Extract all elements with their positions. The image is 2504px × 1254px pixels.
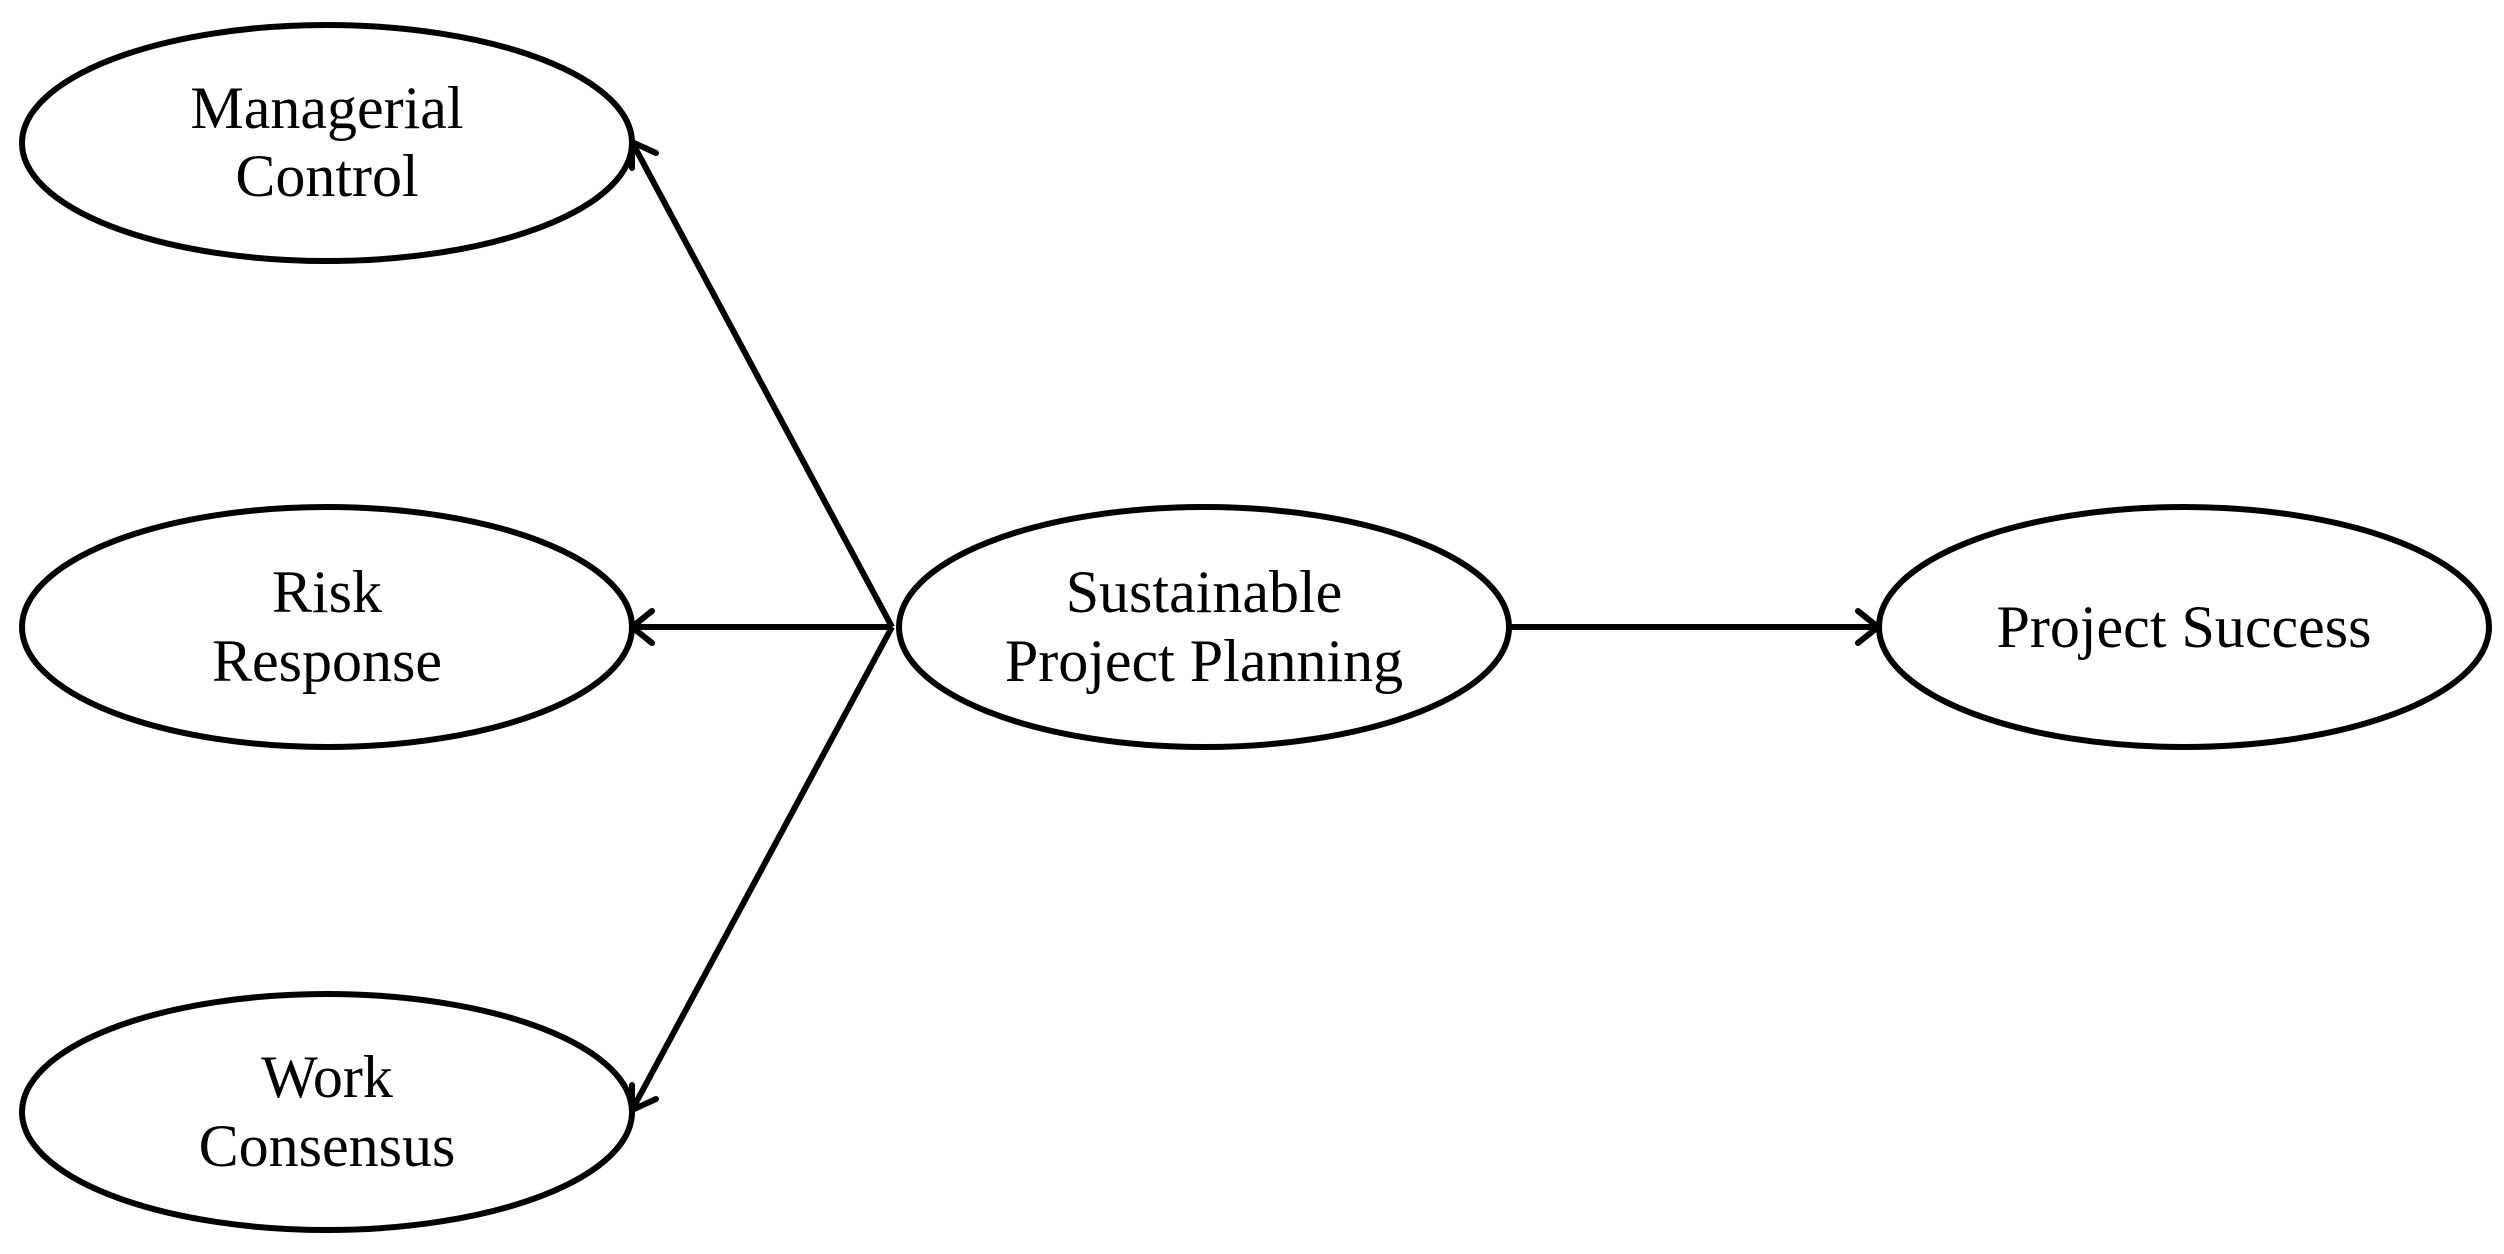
- node-label-line1: Managerial: [190, 75, 463, 141]
- node-ellipse: [19, 22, 635, 264]
- node-label-line1: Risk: [272, 559, 382, 625]
- edge-line: [629, 625, 895, 1112]
- node-managerial-control: Managerial Control: [19, 22, 635, 264]
- edge-to-work-consensus: [629, 625, 895, 1113]
- node-sustainable-project-planning: Sustainable Project Planning: [896, 504, 1512, 750]
- node-label-line2: Project Planning: [1005, 628, 1403, 694]
- node-label-line2: Response: [212, 628, 442, 694]
- node-label-line2: Consensus: [199, 1113, 456, 1179]
- node-label-line1: Work: [261, 1044, 393, 1110]
- edge-line: [629, 140, 895, 629]
- node-label: Project Success: [1997, 594, 2372, 660]
- node-risk-response: Risk Response: [19, 504, 635, 750]
- edge-to-risk-response: [629, 608, 892, 646]
- node-ellipse: [19, 504, 635, 750]
- node-project-success: Project Success: [1876, 504, 2492, 750]
- node-ellipse: [1876, 504, 2492, 750]
- node-work-consensus: Work Consensus: [19, 991, 635, 1233]
- edge-to-project-success: [1510, 608, 1881, 646]
- node-ellipse: [19, 991, 635, 1233]
- edge-to-managerial-control: [629, 139, 895, 629]
- node-label-line1: Sustainable: [1066, 559, 1343, 625]
- node-ellipse: [896, 504, 1512, 750]
- node-label-line2: Control: [235, 143, 418, 209]
